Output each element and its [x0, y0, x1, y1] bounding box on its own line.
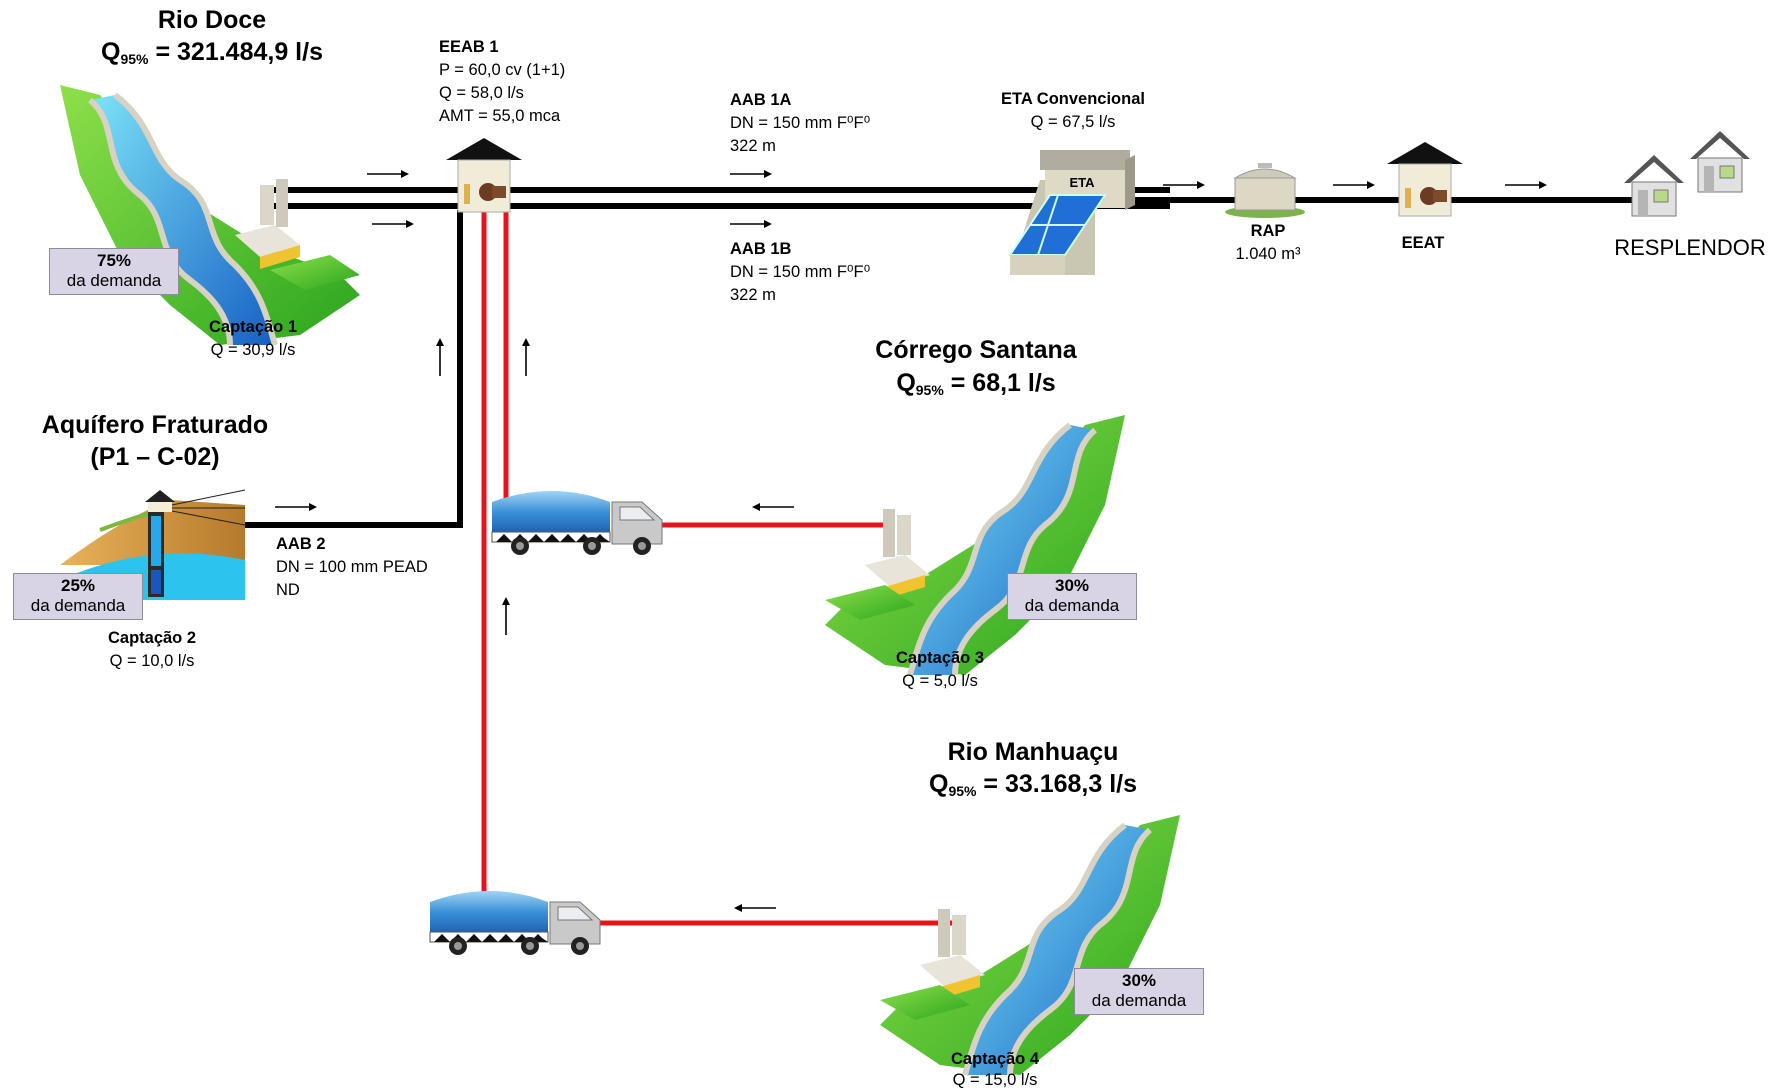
aab1a-title: AAB 1A — [730, 91, 792, 109]
aab2-nd: ND — [276, 581, 300, 599]
demand-badge-2: 25%da demanda — [13, 573, 143, 620]
aab2-title: AAB 2 — [276, 535, 326, 553]
demand-badge-3: 30%da demanda — [1007, 573, 1137, 620]
pipes-black — [242, 187, 1640, 528]
demand-badge-4: 30%da demanda — [1074, 968, 1204, 1015]
captacao-2-flow: Q = 10,0 l/s — [109, 652, 195, 670]
eta-title: ETA Convencional — [1001, 90, 1145, 108]
captacao-3-title: Captação 3 — [895, 649, 985, 667]
captacao-1-title: Captação 1 — [208, 318, 298, 336]
aab1b-dn: DN = 150 mm F⁰F⁰ — [730, 263, 871, 281]
captacao-1-flow: Q = 30,9 l/s — [210, 341, 296, 359]
aquifero-subtitle: (P1 – C-02) — [90, 443, 220, 471]
house-icon — [1623, 130, 1751, 217]
rap-title: RAP — [1250, 222, 1286, 240]
aab1b-length: 322 m — [730, 286, 776, 304]
captacao-2-title: Captação 2 — [107, 629, 197, 647]
santana-q95: Q95% = 68,1 l/s — [896, 369, 1056, 398]
pump-station-icon — [445, 137, 523, 213]
eeab1-title: EEAB 1 — [439, 38, 499, 56]
eta-flow: Q = 67,5 l/s — [1030, 113, 1116, 131]
river-intake-icon-manhuacu — [880, 815, 1180, 1075]
tanker-truck-icon — [491, 490, 663, 556]
aquifero-title: Aquífero Fraturado — [41, 411, 269, 439]
aab1b-title: AAB 1B — [730, 240, 792, 258]
eta-building-label: ETA — [1069, 175, 1095, 190]
captacao-3-flow: Q = 5,0 l/s — [902, 672, 978, 690]
eeat-pump-station-icon — [1386, 141, 1464, 217]
santana-title: Córrego Santana — [875, 336, 1077, 364]
tanker-truck-icon-2 — [429, 890, 601, 956]
eeab1-amt: AMT = 55,0 mca — [439, 107, 561, 125]
river-intake-icon-santana — [825, 415, 1125, 675]
aab1a-length: 322 m — [730, 137, 776, 155]
river-intake-icon — [60, 85, 360, 345]
manhuacu-q95: Q95% = 33.168,3 l/s — [928, 770, 1138, 799]
demand-badge-1: 75%da demanda — [49, 248, 179, 295]
aab1a-dn: DN = 150 mm F⁰F⁰ — [730, 114, 871, 132]
reservoir-icon — [1225, 163, 1305, 218]
captacao-4-title: Captação 4 — [950, 1050, 1040, 1068]
eeab1-power: P = 60,0 cv (1+1) — [439, 61, 566, 79]
treatment-plant-icon — [1008, 150, 1135, 275]
eeat-title: EEAT — [1401, 234, 1445, 252]
destination-name: RESPLENDOR — [1614, 235, 1766, 260]
rap-volume: 1.040 m³ — [1235, 245, 1301, 263]
rio-doce-title: Rio Doce — [157, 6, 267, 34]
aab2-dn: DN = 100 mm PEAD — [276, 558, 428, 576]
captacao-4-flow: Q = 15,0 l/s — [952, 1071, 1038, 1089]
pipes-red — [481, 210, 960, 926]
rio-doce-q95: Q95% = 321.484,9 l/s — [101, 38, 323, 67]
manhuacu-title: Rio Manhuaçu — [947, 738, 1119, 766]
eeab1-flow: Q = 58,0 l/s — [439, 84, 524, 102]
